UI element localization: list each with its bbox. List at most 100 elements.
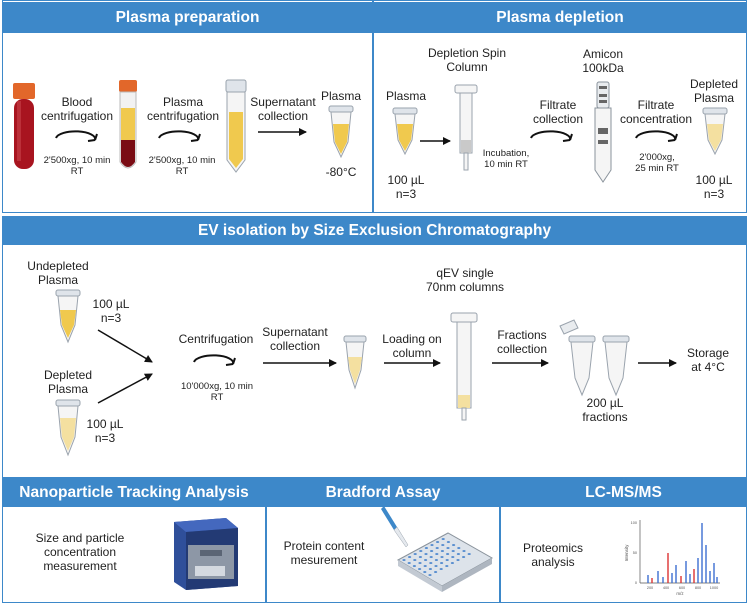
spin-column-icon (454, 84, 478, 171)
well (434, 571, 438, 573)
well (435, 553, 439, 555)
centrifuge-arrow-icon (193, 354, 236, 366)
well (439, 568, 443, 570)
well (419, 550, 423, 552)
label-depleted-volume: 100 µL n=3 (86, 417, 124, 445)
well (452, 544, 456, 546)
well (428, 574, 432, 576)
step-supernatant-collection: Supernatant collection (250, 95, 316, 123)
arrow (97, 373, 153, 404)
spectrum-xtick: 800 (695, 586, 701, 590)
blood-tube-icon (13, 83, 35, 169)
lcms-description: Proteomics analysis (522, 541, 584, 569)
spectrum-ytick: 0 (635, 581, 637, 585)
well (434, 559, 438, 561)
header-lcms: LC-MS/MS (501, 479, 746, 507)
panel-plasma-depletion (373, 0, 747, 213)
well (457, 547, 461, 549)
well (462, 550, 466, 552)
well (418, 568, 422, 570)
plasma-tube-icon (225, 79, 247, 173)
label-plasma: Plasma (385, 89, 426, 103)
well (436, 541, 440, 543)
eppendorf-undepleted-icon (55, 289, 81, 344)
spectrum-ytick: 50 (633, 551, 637, 555)
spectrum-xtick: 400 (663, 586, 669, 590)
eppendorf-depleted-icon (55, 399, 81, 457)
centrifuge-arrow-icon (158, 130, 201, 142)
step-plasma-centrifugation: Plasma centrifugation (146, 95, 220, 123)
centrifuge-arrow-icon (530, 130, 573, 142)
well (441, 538, 445, 540)
label-storage-4c: Storage at 4°C (686, 346, 730, 374)
label-depleted-plasma: Depleted Plasma (689, 77, 739, 105)
label-undepleted-volume: 100 µL n=3 (92, 297, 130, 325)
eppendorf-plasma-icon (392, 107, 418, 156)
well (445, 559, 449, 561)
spectrum-xtick: 1000 (710, 586, 718, 590)
cond-plasma-centrifugation: 2'500xg, 10 min RT (148, 155, 216, 177)
well (418, 562, 422, 564)
cond-filtrate-concentration: 2'000xg, 25 min RT (635, 152, 679, 174)
label-depleted-plasma: Depleted Plasma (43, 368, 93, 396)
well (440, 556, 444, 558)
step-blood-centrifugation: Blood centrifugation (40, 95, 114, 123)
well (434, 565, 438, 567)
header-nta: Nanoparticle Tracking Analysis (3, 479, 265, 507)
spectrum-ytick: 100 (631, 521, 637, 525)
well (446, 547, 450, 549)
well (456, 553, 460, 555)
well (413, 553, 417, 555)
bradford-description: Protein content mesurement (283, 539, 365, 567)
step-loading-column: Loading on column (382, 332, 442, 360)
well (428, 568, 432, 570)
well (446, 553, 450, 555)
pipette-tip-icon (381, 506, 409, 548)
label-depletion-column: Depletion Spin Column (427, 46, 507, 74)
well (402, 559, 406, 561)
eppendorf-depleted-icon (702, 107, 728, 156)
label-depleted-volume: 100 µL n=3 (695, 173, 733, 201)
spectrum-ylabel: Intensity (624, 544, 629, 562)
spectrum-xlabel: m/z (676, 591, 684, 596)
well (424, 559, 428, 561)
well (423, 571, 427, 573)
qev-column-icon (450, 312, 478, 421)
cond-incubation: Incubation, 10 min RT (482, 148, 530, 170)
well (440, 550, 444, 552)
well (429, 562, 433, 564)
well (467, 553, 471, 555)
spectrum-xtick: 200 (647, 586, 653, 590)
centrifuge-arrow-icon (635, 130, 678, 142)
well (429, 556, 433, 558)
step-filtrate-concentration: Filtrate concentration (619, 98, 693, 126)
fraction-tubes-icon (559, 319, 630, 397)
nanosight-instrument-icon (174, 518, 238, 590)
cond-blood-centrifugation: 2'500xg, 10 min RT (43, 155, 111, 177)
header-plasma-depletion: Plasma depletion (374, 2, 746, 33)
well (451, 550, 455, 552)
well (451, 556, 455, 558)
well (430, 550, 434, 552)
well (456, 559, 460, 561)
well (408, 556, 412, 558)
amicon-filter-icon (594, 81, 612, 183)
well (441, 544, 445, 546)
label-plasma-volume: 100 µL n=3 (387, 173, 425, 201)
step-supernatant-collection: Supernatant collection (262, 325, 328, 353)
well (424, 553, 428, 555)
step-fractions-collection: Fractions collection (496, 328, 548, 356)
step-centrifugation: Centrifugation (178, 332, 254, 346)
label-storage-80: -80°C (325, 165, 357, 179)
header-bradford: Bradford Assay (267, 479, 499, 507)
centrifuged-tube-icon (119, 80, 137, 169)
label-qev-columns: qEV single 70nm columns (425, 266, 505, 294)
spectrum-peaks (647, 523, 718, 583)
well-plate-wells (402, 538, 471, 576)
spectrum-xticks: 200 400 600 800 1000 (647, 586, 718, 590)
well-plate-icon (396, 532, 494, 592)
header-ev-isolation: EV isolation by Size Exclusion Chromatog… (3, 217, 746, 245)
header-plasma-preparation: Plasma preparation (3, 2, 372, 33)
spectrum-xtick: 600 (679, 586, 685, 590)
